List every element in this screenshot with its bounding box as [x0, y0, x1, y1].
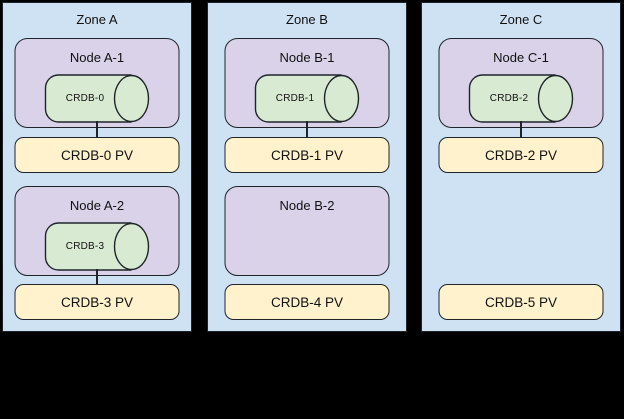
node-b2-box: Node B-2 — [224, 186, 390, 276]
pv-label: CRDB-1 PV — [270, 147, 343, 163]
node-b2-title: Node B-2 — [279, 198, 335, 213]
connector-line — [96, 269, 98, 285]
crdb-0-cylinder-icon: CRDB-0 — [44, 74, 150, 123]
node-a2-box: Node A-2 CRDB-3 — [14, 186, 180, 276]
node-a1-title: Node A-1 — [69, 50, 125, 65]
pv-label: CRDB-2 PV — [484, 147, 557, 163]
pv-box: CRDB-0 PV — [14, 137, 180, 173]
zone-b-title: Zone B — [286, 12, 328, 27]
pv-label: CRDB-5 PV — [484, 294, 557, 310]
pv-box: CRDB-5 PV — [438, 284, 604, 320]
pv-box: CRDB-1 PV — [224, 137, 390, 173]
node-a2-title: Node A-2 — [69, 198, 125, 213]
pv-label: CRDB-3 PV — [60, 294, 133, 310]
zone-c: Zone C Node C-1 CRDB-2 CRDB-2 PV CRDB-5 … — [421, 2, 621, 332]
node-a1-box: Node A-1 CRDB-0 — [14, 38, 180, 128]
crdb-2-label: CRDB-2 — [489, 93, 529, 104]
node-c1-title: Node C-1 — [493, 50, 549, 65]
connector-line — [520, 121, 522, 138]
crdb-2-cylinder-icon: CRDB-2 — [468, 74, 574, 123]
crdb-0-label: CRDB-0 — [65, 93, 105, 104]
crdb-1-cylinder-icon: CRDB-1 — [254, 74, 360, 123]
node-c1-box: Node C-1 CRDB-2 — [438, 38, 604, 128]
node-b1-title: Node B-1 — [279, 50, 335, 65]
crdb-1-label: CRDB-1 — [275, 93, 315, 104]
zone-a-title: Zone A — [76, 12, 118, 27]
pv-box: CRDB-4 PV — [224, 284, 390, 320]
pv-label: CRDB-0 PV — [60, 147, 133, 163]
connector-line — [306, 121, 308, 138]
zone-b: Zone B Node B-1 CRDB-1 CRDB-1 PV Node B-… — [207, 2, 407, 332]
pv-box: CRDB-3 PV — [14, 284, 180, 320]
node-b1-box: Node B-1 CRDB-1 — [224, 38, 390, 128]
connector-line — [96, 121, 98, 138]
zone-c-title: Zone C — [499, 12, 543, 27]
crdb-3-cylinder-icon: CRDB-3 — [44, 222, 150, 271]
pv-label: CRDB-4 PV — [270, 294, 343, 310]
zone-a: Zone A Node A-1 CRDB-0 CRDB-0 PV Node A-… — [2, 2, 192, 332]
crdb-3-label: CRDB-3 — [65, 241, 105, 252]
pv-box: CRDB-2 PV — [438, 137, 604, 173]
